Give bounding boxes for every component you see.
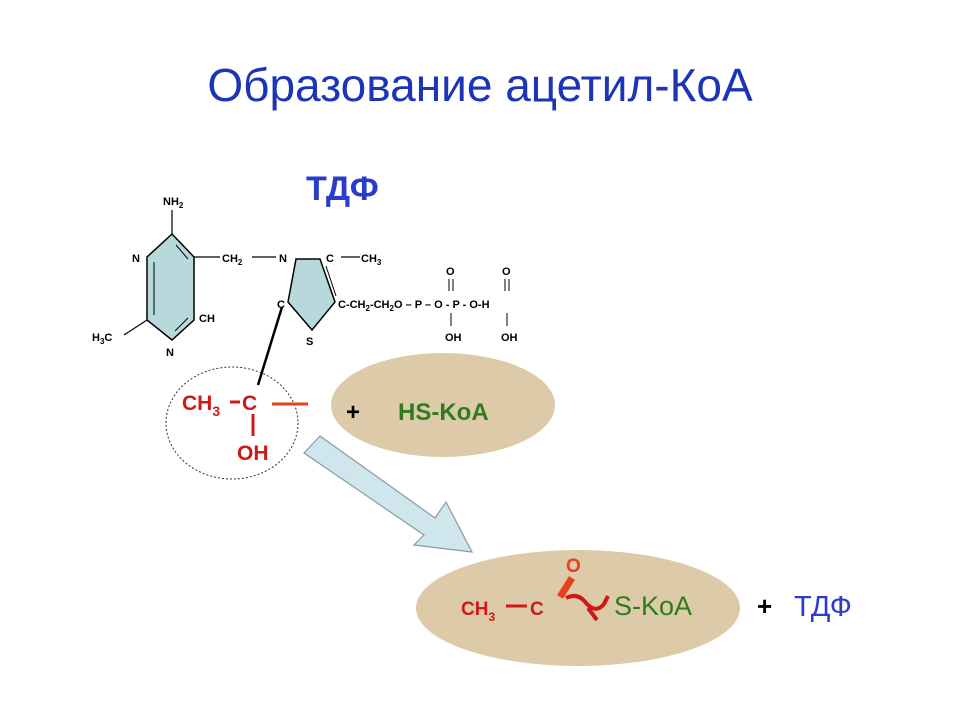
- c2-bond: [256, 306, 284, 386]
- phosphate-chain: C-CH2-CH2O – P – O - P - O-H: [338, 299, 490, 313]
- reactant-hskoa: HS-KoA: [398, 399, 489, 426]
- reactant-ellipse: [331, 353, 555, 457]
- ch3-top-label: CH3: [361, 253, 382, 267]
- tdf-heading: ТДФ: [306, 170, 379, 208]
- slide-title: Образование ацетил-КоА: [207, 59, 753, 111]
- thiazole-ring: [287, 258, 336, 332]
- nh2-label: NH2: [163, 196, 184, 210]
- product-c: C: [530, 599, 544, 620]
- product-skoa: S-KoA: [614, 591, 692, 621]
- ch2-bridge-label: CH2: [222, 253, 243, 267]
- oh1-label: OH: [445, 332, 462, 344]
- c-top-label: C: [326, 253, 334, 265]
- product-ch3: CH3: [461, 599, 495, 624]
- n-bottom-label: N: [166, 347, 174, 359]
- product-ellipse: [416, 550, 740, 666]
- oh2-label: OH: [501, 332, 518, 344]
- n-left-label: N: [132, 253, 140, 265]
- reaction-arrow: [303, 435, 474, 553]
- n-thiazole-label: N: [279, 253, 287, 265]
- highlight-circle: [165, 366, 299, 480]
- intermediate-oh: OH: [237, 442, 269, 465]
- ch-ring-label: CH: [199, 313, 215, 325]
- h3c-label: H3C: [92, 332, 112, 346]
- s-label: S: [306, 336, 313, 348]
- c-left-label: C: [277, 299, 285, 311]
- product-plus: +: [757, 591, 772, 621]
- o-top1: O: [446, 266, 455, 278]
- thioester-bond: [565, 593, 610, 611]
- reactant-plus: +: [346, 399, 360, 426]
- o-top2: O: [502, 266, 511, 278]
- intermediate-ch3: CH3: [182, 392, 220, 419]
- intermediate-c: C: [242, 392, 257, 415]
- product-tdf: ТДФ: [794, 591, 852, 623]
- product-o: O: [566, 556, 581, 577]
